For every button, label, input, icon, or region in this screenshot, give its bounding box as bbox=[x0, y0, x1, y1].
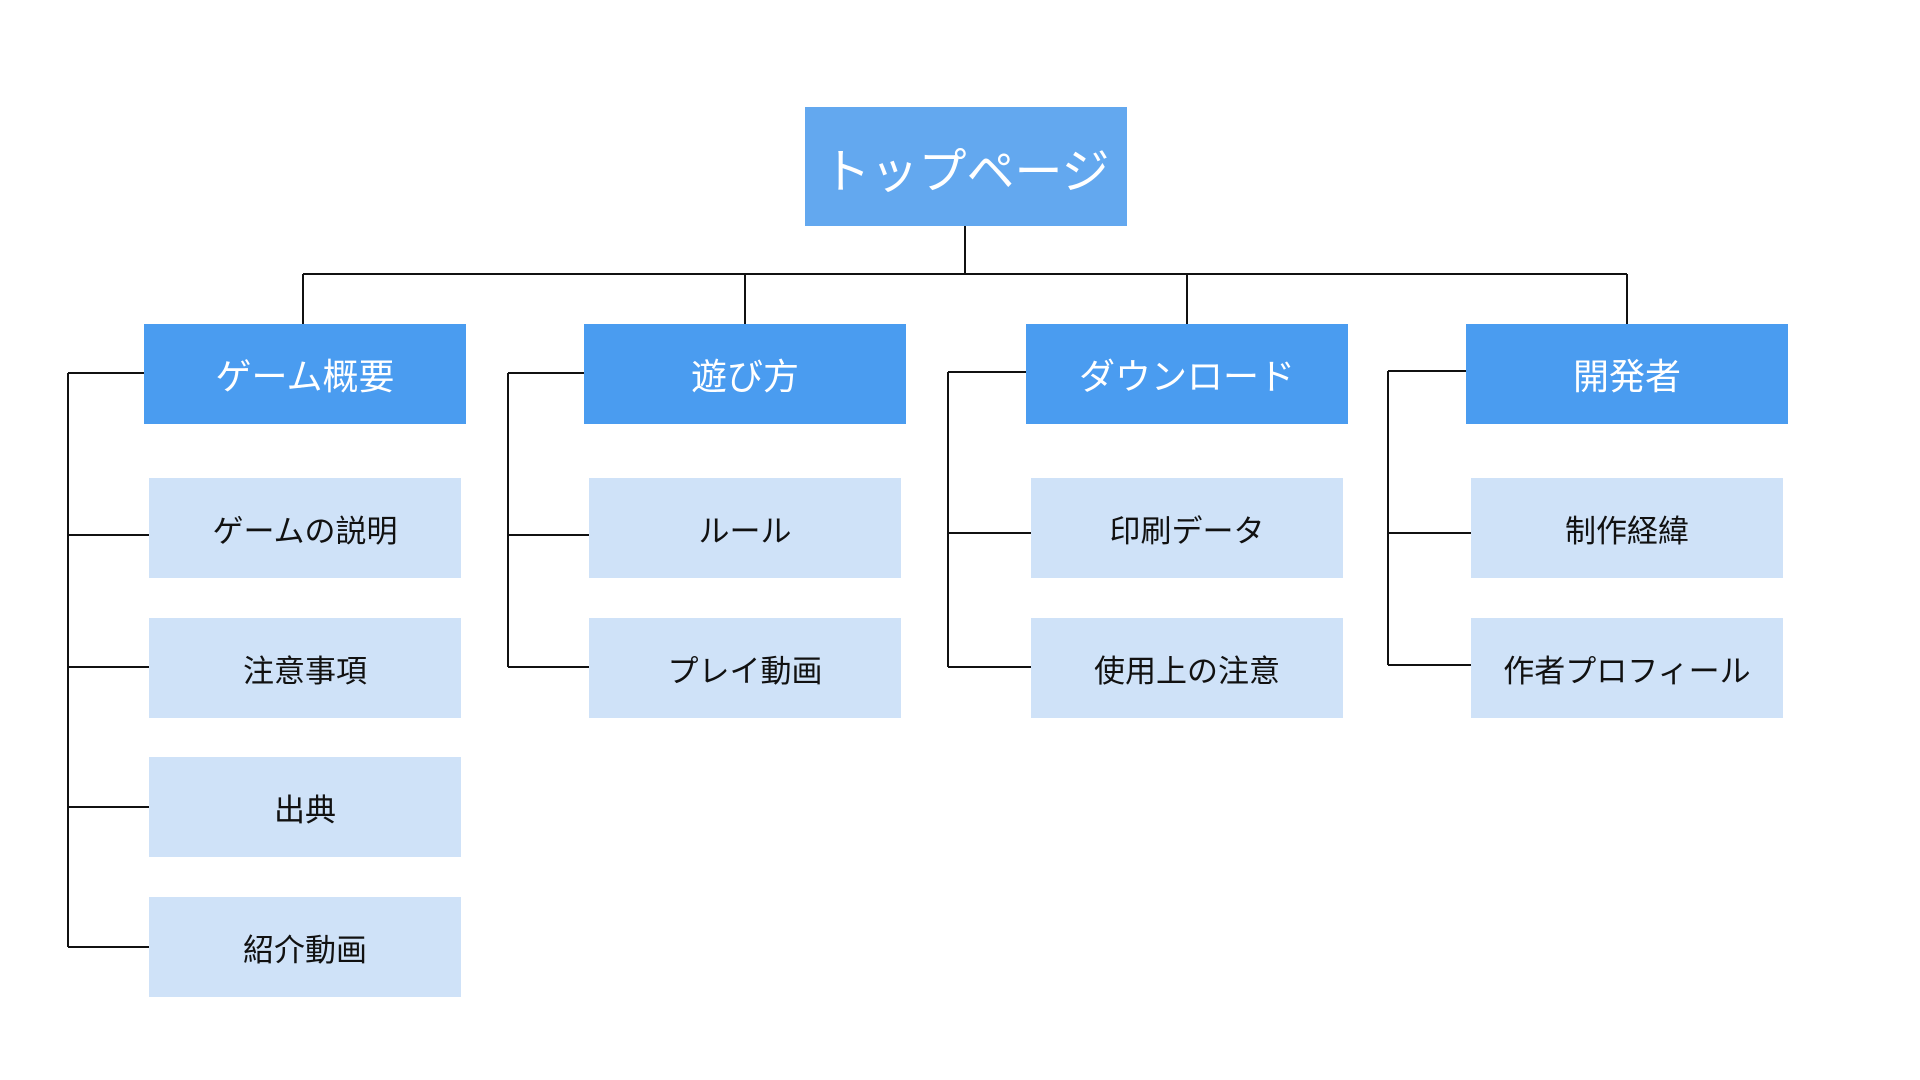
leaf-node: 使用上の注意 bbox=[1031, 618, 1343, 718]
leaf-node: ルール bbox=[589, 478, 901, 578]
leaf-node: 作者プロフィール bbox=[1471, 618, 1783, 718]
leaf-node: 出典 bbox=[149, 757, 461, 857]
root-node: トップページ bbox=[805, 107, 1127, 226]
leaf-node: 注意事項 bbox=[149, 618, 461, 718]
category-node-how-to-play: 遊び方 bbox=[584, 324, 906, 424]
leaf-node: プレイ動画 bbox=[589, 618, 901, 718]
leaf-node: 印刷データ bbox=[1031, 478, 1343, 578]
leaf-node: 紹介動画 bbox=[149, 897, 461, 997]
category-node-game-overview: ゲーム概要 bbox=[144, 324, 466, 424]
category-node-download: ダウンロード bbox=[1026, 324, 1348, 424]
leaf-node: ゲームの説明 bbox=[149, 478, 461, 578]
leaf-node: 制作経緯 bbox=[1471, 478, 1783, 578]
category-node-developer: 開発者 bbox=[1466, 324, 1788, 424]
